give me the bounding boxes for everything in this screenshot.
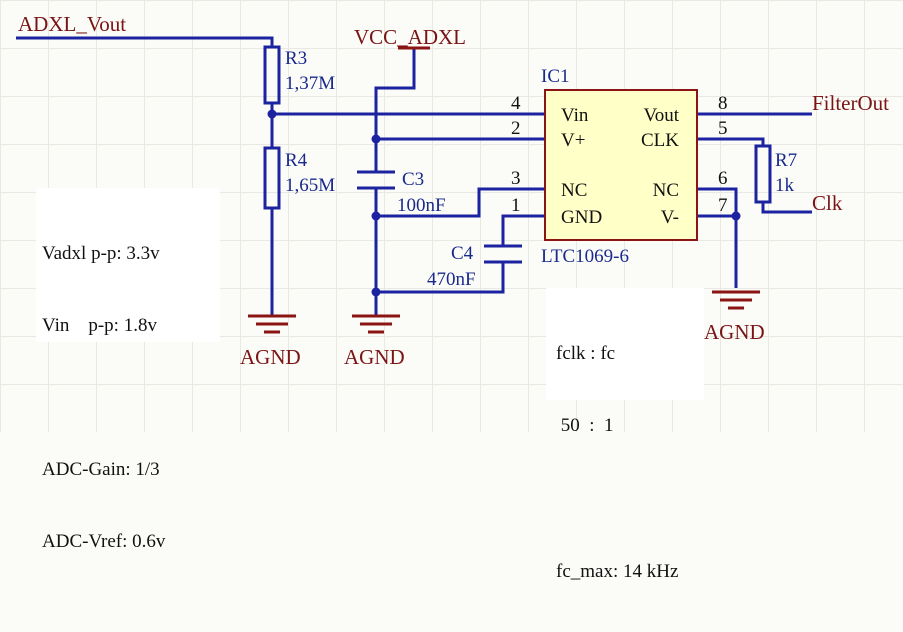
pin-name-gnd: GND (561, 207, 602, 228)
r3-value: 1,37M (285, 73, 335, 94)
junction-dot (371, 211, 381, 221)
wire-gnd1 (501, 214, 545, 246)
net-label-clk: Clk (812, 191, 843, 215)
pin-name-vout: Vout (643, 105, 679, 126)
ic-part: LTC1069-6 (541, 246, 629, 267)
pin-name-nc3: NC (561, 180, 587, 201)
pin-name-clk: CLK (641, 130, 679, 151)
note-line: Vin p-p: 1.8v (42, 315, 157, 336)
capacitor-c4 (484, 244, 522, 264)
wire-nc6-v- (697, 187, 738, 288)
junction-dot (371, 134, 381, 144)
note-line: ADC-Gain: 1/3 (42, 459, 160, 480)
note-line (42, 386, 165, 410)
resistor-r7 (754, 144, 772, 204)
junctions (267, 109, 741, 297)
note-line: fclk : fc (556, 343, 616, 364)
r3-ref: R3 (285, 48, 307, 69)
c4-value: 470nF (427, 269, 476, 290)
pin-name-nc6: NC (653, 180, 679, 201)
note-line: fc_max: 14 kHz (556, 561, 679, 582)
net-label-agnd-r4: AGND (240, 345, 301, 369)
junction-dot (371, 287, 381, 297)
pin-num-7: 7 (718, 195, 728, 216)
pin-name-vin: Vin (561, 105, 589, 126)
c3-ref: C3 (402, 169, 424, 190)
wire-r7-clk (761, 202, 812, 214)
wire-nc3 (376, 187, 545, 218)
r7-value: 1k (775, 175, 795, 196)
pin-num-4: 4 (511, 93, 521, 114)
net-label-agnd-ic: AGND (704, 320, 765, 344)
net-label-agnd-c3: AGND (344, 345, 405, 369)
r4-value: 1,65M (285, 175, 335, 196)
c4-ref: C4 (451, 243, 474, 264)
r4-ref: R4 (285, 150, 308, 171)
resistor-r4 (263, 146, 281, 210)
junction-dot (267, 109, 277, 119)
ic-body (544, 89, 698, 241)
note-line (556, 486, 678, 512)
note-line: 50 : 1 (556, 415, 614, 436)
capacitor-c3 (357, 170, 395, 190)
pin-num-5: 5 (718, 118, 728, 139)
junction-dot (731, 211, 741, 221)
net-label-adxl-vout: ADXL_Vout (18, 12, 126, 36)
resistor-r3 (263, 45, 281, 105)
pin-num-2: 2 (511, 118, 521, 139)
ground-symbol-ic (712, 290, 760, 310)
wire-vcc (374, 48, 416, 172)
pin-num-8: 8 (718, 93, 728, 114)
r7-ref: R7 (775, 150, 797, 171)
net-label-vcc: VCC_ADXL (354, 25, 466, 49)
pin-name-vminus: V- (661, 207, 679, 228)
notes-left-box (36, 188, 220, 342)
pin-num-6: 6 (718, 168, 728, 189)
net-label-filterout: FilterOut (812, 91, 889, 115)
notes-right: fclk : fc 50 : 1 fc_max: 14 kHz (556, 294, 678, 632)
note-line: Vadxl p-p: 3.3v (42, 243, 160, 264)
pin-num-1: 1 (511, 195, 521, 216)
ground-symbol-r4 (248, 314, 296, 334)
wire-adxl-vout (16, 36, 274, 47)
notes-left: Vadxl p-p: 3.3v Vin p-p: 1.8v ADC-Gain: … (42, 194, 165, 602)
wire-clk-r7 (697, 137, 765, 146)
ic-ref: IC1 (541, 66, 570, 87)
ground-symbol-c3 (352, 314, 400, 334)
c3-value: 100nF (397, 195, 446, 216)
schematic-canvas: ADXL_Vout VCC_ADXL FilterOut Clk AGND AG… (0, 0, 903, 582)
wire-c4-gnd (376, 262, 505, 294)
pin-num-3: 3 (511, 168, 521, 189)
notes-right-box (546, 288, 704, 400)
note-line: ADC-Vref: 0.6v (42, 531, 166, 552)
schematic-drawing: ADXL_Vout VCC_ADXL FilterOut Clk AGND AG… (16, 12, 889, 369)
pin-name-vplus: V+ (561, 130, 585, 151)
